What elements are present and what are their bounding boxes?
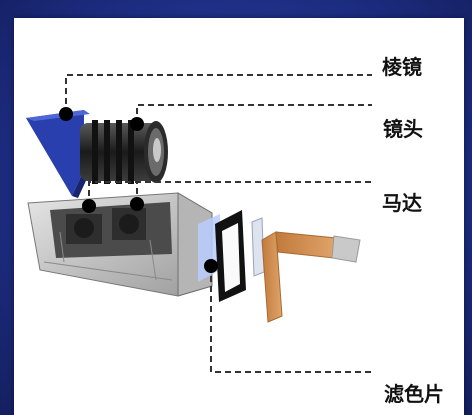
prism-leader [65, 74, 372, 114]
filter-leader [210, 266, 372, 373]
leader-dots [59, 107, 218, 273]
filter-part [198, 210, 246, 302]
housing-part [27, 192, 213, 297]
prism-dot [59, 107, 73, 121]
flex-ribbon-part [261, 231, 361, 323]
filter-label: 滤色片 [384, 382, 444, 406]
lens-dot [130, 117, 144, 131]
motor-dot-right [130, 197, 144, 211]
motor-leader-left [88, 181, 372, 206]
motor-dot-left [82, 199, 96, 213]
filter-dot [204, 259, 218, 273]
lens-part [80, 120, 168, 184]
lens-label: 镜头 [383, 117, 423, 141]
lens-leader [136, 104, 372, 124]
prism-label: 棱镜 [382, 55, 422, 79]
motor-label: 马达 [382, 191, 422, 215]
